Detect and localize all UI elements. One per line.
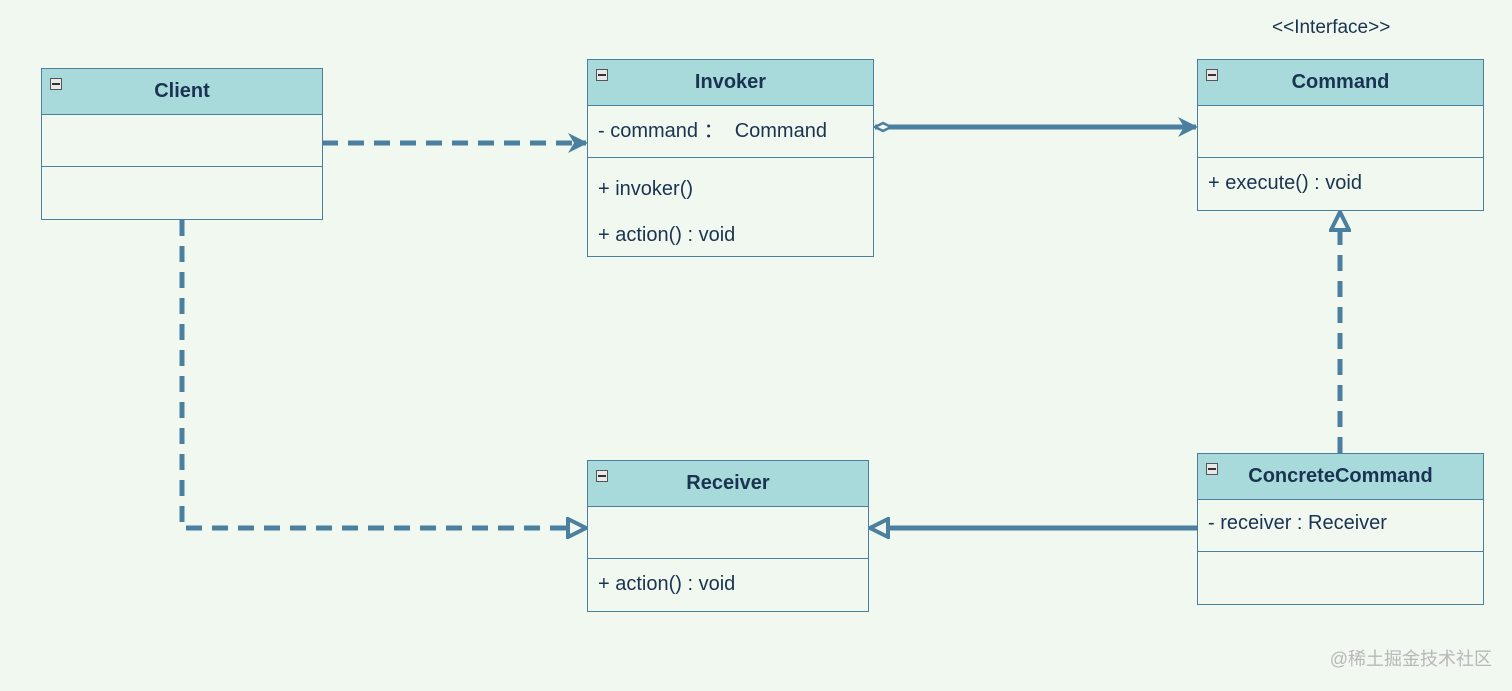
class-name: Invoker xyxy=(694,71,767,93)
attributes-section xyxy=(42,115,322,167)
operations-section xyxy=(42,167,322,219)
class-concrete-command[interactable]: ConcreteCommand - receiver : Receiver xyxy=(1197,453,1484,605)
watermark: @稀土掘金技术社区 xyxy=(1329,649,1492,669)
client-receiver-dependency xyxy=(179,220,586,528)
operation-invoker: + invoker() xyxy=(598,178,694,200)
class-command-header: Command xyxy=(1198,60,1483,106)
collapse-icon[interactable] xyxy=(1206,463,1218,475)
collapse-icon[interactable] xyxy=(596,69,608,81)
class-receiver-header: Receiver xyxy=(588,461,868,507)
operation-execute: + execute() : void xyxy=(1208,172,1362,194)
attribute-receiver: - receiver : Receiver xyxy=(1208,512,1387,534)
class-name: Client xyxy=(154,80,210,102)
collapse-icon[interactable] xyxy=(596,470,608,482)
attribute-command: - command ： Command xyxy=(598,120,827,142)
class-receiver[interactable]: Receiver + action() : void xyxy=(587,460,869,612)
class-concrete-command-header: ConcreteCommand xyxy=(1198,454,1483,500)
class-name: Receiver xyxy=(686,472,770,494)
attributes-section: - receiver : Receiver xyxy=(1198,500,1483,552)
collapse-icon[interactable] xyxy=(1206,69,1218,81)
attributes-section xyxy=(588,507,868,559)
operations-section: + action() : void xyxy=(588,559,868,607)
attributes-section: - command ： Command xyxy=(588,106,873,158)
class-client[interactable]: Client xyxy=(41,68,323,220)
class-invoker[interactable]: Invoker - command ： Command + invoker() … xyxy=(587,59,874,257)
operations-section: + invoker() + action() : void xyxy=(588,158,873,258)
operations-section xyxy=(1198,552,1483,604)
class-name: Command xyxy=(1291,71,1390,93)
operation-action: + action() : void xyxy=(598,224,736,246)
class-command[interactable]: Command + execute() : void xyxy=(1197,59,1484,211)
class-name: ConcreteCommand xyxy=(1248,465,1433,487)
class-client-header: Client xyxy=(42,69,322,115)
operation-action: + action() : void xyxy=(598,573,736,595)
operations-section: + execute() : void xyxy=(1198,158,1483,206)
command-stereotype: <<Interface>> xyxy=(1272,17,1391,38)
class-invoker-header: Invoker xyxy=(588,60,873,106)
collapse-icon[interactable] xyxy=(50,78,62,90)
attributes-section xyxy=(1198,106,1483,158)
